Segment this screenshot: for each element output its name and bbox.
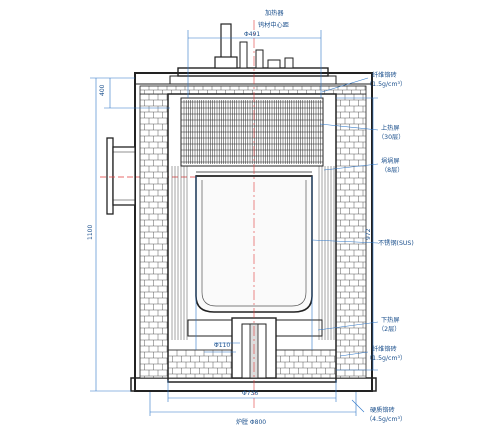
upper-shield-count: （30层） <box>378 134 404 141</box>
small-diameter-dim: Φ110 <box>214 342 230 349</box>
hard-brick-density: （4.5g/cm³） <box>366 416 406 423</box>
inner-chamber <box>167 93 337 383</box>
bottom-outer-diameter-dim: 炉膛 Φ800 <box>236 418 266 426</box>
crucible-shield-count: （8层） <box>381 167 404 174</box>
top-diameter-dim: Φ491 <box>244 31 260 38</box>
hard-brick-label: 硬质铬砖 <box>370 406 395 414</box>
left-top-dim: 400 <box>99 84 106 96</box>
upper-heat-shield-stack <box>180 97 324 167</box>
center-distance-label: 钨材中心距 <box>258 21 289 29</box>
fiber-brick-bottom-label: 纤维铬砖 <box>372 345 397 353</box>
inner-height-dim: 972 <box>365 228 372 240</box>
crucible-side-shield <box>171 166 335 340</box>
fiber-brick-top-label: 纤维铬砖 <box>372 71 397 79</box>
lower-shield-count: （2层） <box>378 326 401 333</box>
fiber-brick-top-density: （1.5g/cm³） <box>366 81 406 88</box>
upper-shield-label: 上热屏 <box>381 124 400 132</box>
stainless-label: 不锈钢(SUS) <box>378 239 414 247</box>
height-dim: 1100 <box>87 225 94 240</box>
heater-label: 加热器 <box>265 9 284 17</box>
top-feedthroughs <box>214 23 294 69</box>
fiber-brick-bottom-density: （1.5g/cm³） <box>366 355 406 362</box>
crucible-shield-label: 埚埚屏 <box>381 157 400 165</box>
lower-shield-label: 下热屏 <box>381 316 400 324</box>
label-leaders <box>311 77 379 413</box>
dimension-lines <box>90 30 378 416</box>
insulation-brick-walls <box>139 85 367 379</box>
bottom-inner-diameter-dim: Φ736 <box>242 390 258 397</box>
